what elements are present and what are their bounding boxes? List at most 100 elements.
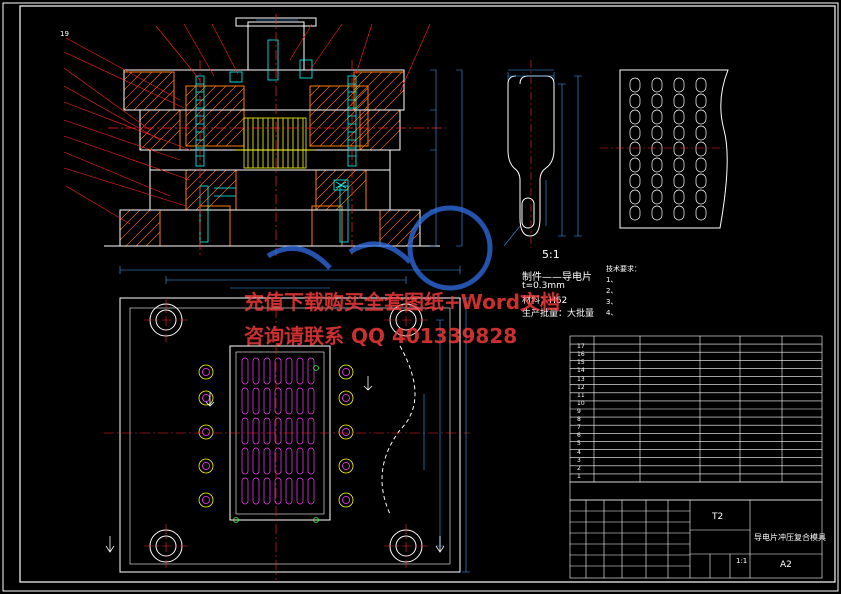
bom-item-number: 12 — [577, 383, 585, 391]
bom-item-number: 6 — [577, 432, 581, 440]
strip-slot — [651, 93, 663, 109]
bom-item-number: 5 — [577, 440, 581, 448]
die-slot — [241, 477, 249, 505]
strip-slot — [695, 173, 707, 189]
die-slot — [285, 447, 293, 475]
bom-item-number: 7 — [577, 424, 581, 432]
bom-item-number: 16 — [577, 351, 585, 359]
strip-slot — [673, 141, 685, 157]
title-block-ratio: 1:1 — [736, 557, 748, 565]
die-slot — [307, 477, 315, 505]
die-slot — [241, 357, 249, 385]
bom-item-number: 14 — [577, 367, 585, 375]
strip-slot — [673, 173, 685, 189]
plan-view — [104, 266, 470, 580]
die-slot — [241, 447, 249, 475]
die-slot — [285, 387, 293, 415]
watermark-line-2: 咨询请联系 QQ 401339828 — [244, 324, 518, 348]
guide-pin-outer — [198, 492, 214, 508]
die-slot — [274, 417, 282, 445]
tech-note-2: 2、 — [606, 287, 618, 295]
strip-slot — [629, 77, 641, 93]
guide-pin-outer — [198, 424, 214, 440]
bill-of-materials — [569, 335, 823, 501]
locating-pin — [313, 365, 319, 371]
die-slot — [296, 387, 304, 415]
watermark-line-1: 充值下载购买全套图纸+Word文档 — [244, 290, 561, 314]
guide-pin-outer — [198, 458, 214, 474]
strip-slot — [673, 189, 685, 205]
die-slot — [252, 447, 260, 475]
tech-note-4: 4、 — [606, 309, 618, 317]
part-info-heading: 制件——导电片 — [522, 272, 592, 283]
tech-note-3: 3、 — [606, 298, 618, 306]
bom-item-number: 9 — [577, 408, 581, 415]
technical-requirements: 技术要求： 1、 2、 3、 4、 — [606, 264, 826, 319]
elevation-section — [63, 14, 463, 256]
guide-pin-inner — [202, 496, 210, 504]
bom-item-number: 17 — [577, 343, 585, 351]
guide-pin-inner — [202, 462, 210, 470]
title-block — [569, 499, 823, 579]
die-slot — [296, 447, 304, 475]
part-info-material: 材料：H62 — [522, 296, 568, 306]
bom-item-number: 15 — [577, 359, 585, 367]
title-block-sheet: A2 — [780, 560, 792, 570]
part-label-left: 19 — [60, 30, 69, 38]
strip-slot — [651, 109, 663, 125]
strip-slot — [673, 93, 685, 109]
strip-slot — [629, 109, 641, 125]
die-slot — [263, 447, 271, 475]
strip-layout — [600, 69, 729, 229]
strip-slot — [651, 157, 663, 173]
title-block-drawing-name: 导电片冲压复合模具 — [754, 533, 826, 542]
guide-pin-outer — [338, 492, 354, 508]
strip-slot — [695, 189, 707, 205]
die-slot — [296, 417, 304, 445]
strip-slot — [629, 205, 641, 221]
bom-item-number: 2 — [577, 464, 581, 472]
bom-item-number: 13 — [577, 375, 585, 383]
die-slot — [307, 417, 315, 445]
tech-notes-title: 技术要求： — [606, 265, 641, 273]
strip-slot — [651, 173, 663, 189]
strip-slot — [673, 125, 685, 141]
guide-pin-inner — [202, 394, 210, 402]
strip-slot — [695, 109, 707, 125]
watermark-logo — [266, 205, 493, 291]
die-slot — [241, 387, 249, 415]
strip-slot — [695, 93, 707, 109]
strip-slot — [673, 205, 685, 221]
part-info-batch: 生产批量：大批量 — [522, 309, 595, 319]
guide-pin-outer — [338, 424, 354, 440]
tech-note-1: 1、 — [606, 276, 618, 284]
die-slot — [263, 357, 271, 385]
sheet-border-inner — [19, 5, 836, 583]
die-slot — [263, 417, 271, 445]
die-slot — [285, 357, 293, 385]
bom-item-number: 10 — [577, 399, 585, 407]
die-slot — [307, 387, 315, 415]
locating-pin — [233, 517, 239, 523]
strip-slot — [651, 77, 663, 93]
guide-pin-inner — [342, 462, 350, 470]
strip-slot — [673, 157, 685, 173]
die-slot — [296, 477, 304, 505]
die-slot — [252, 417, 260, 445]
strip-slot — [651, 205, 663, 221]
die-slot — [285, 477, 293, 505]
die-slot — [252, 387, 260, 415]
part-info-thickness: t=0.3mm — [522, 281, 565, 291]
bom-item-number: 1 — [577, 472, 581, 480]
strip-slot — [629, 173, 641, 189]
strip-slot — [629, 157, 641, 173]
die-slot — [307, 447, 315, 475]
die-slot — [263, 387, 271, 415]
detail-scale-label: 5:1 — [542, 248, 560, 261]
guide-pin-outer — [338, 364, 354, 380]
die-slot — [252, 477, 260, 505]
die-slot — [296, 357, 304, 385]
guide-pin-inner — [202, 368, 210, 376]
